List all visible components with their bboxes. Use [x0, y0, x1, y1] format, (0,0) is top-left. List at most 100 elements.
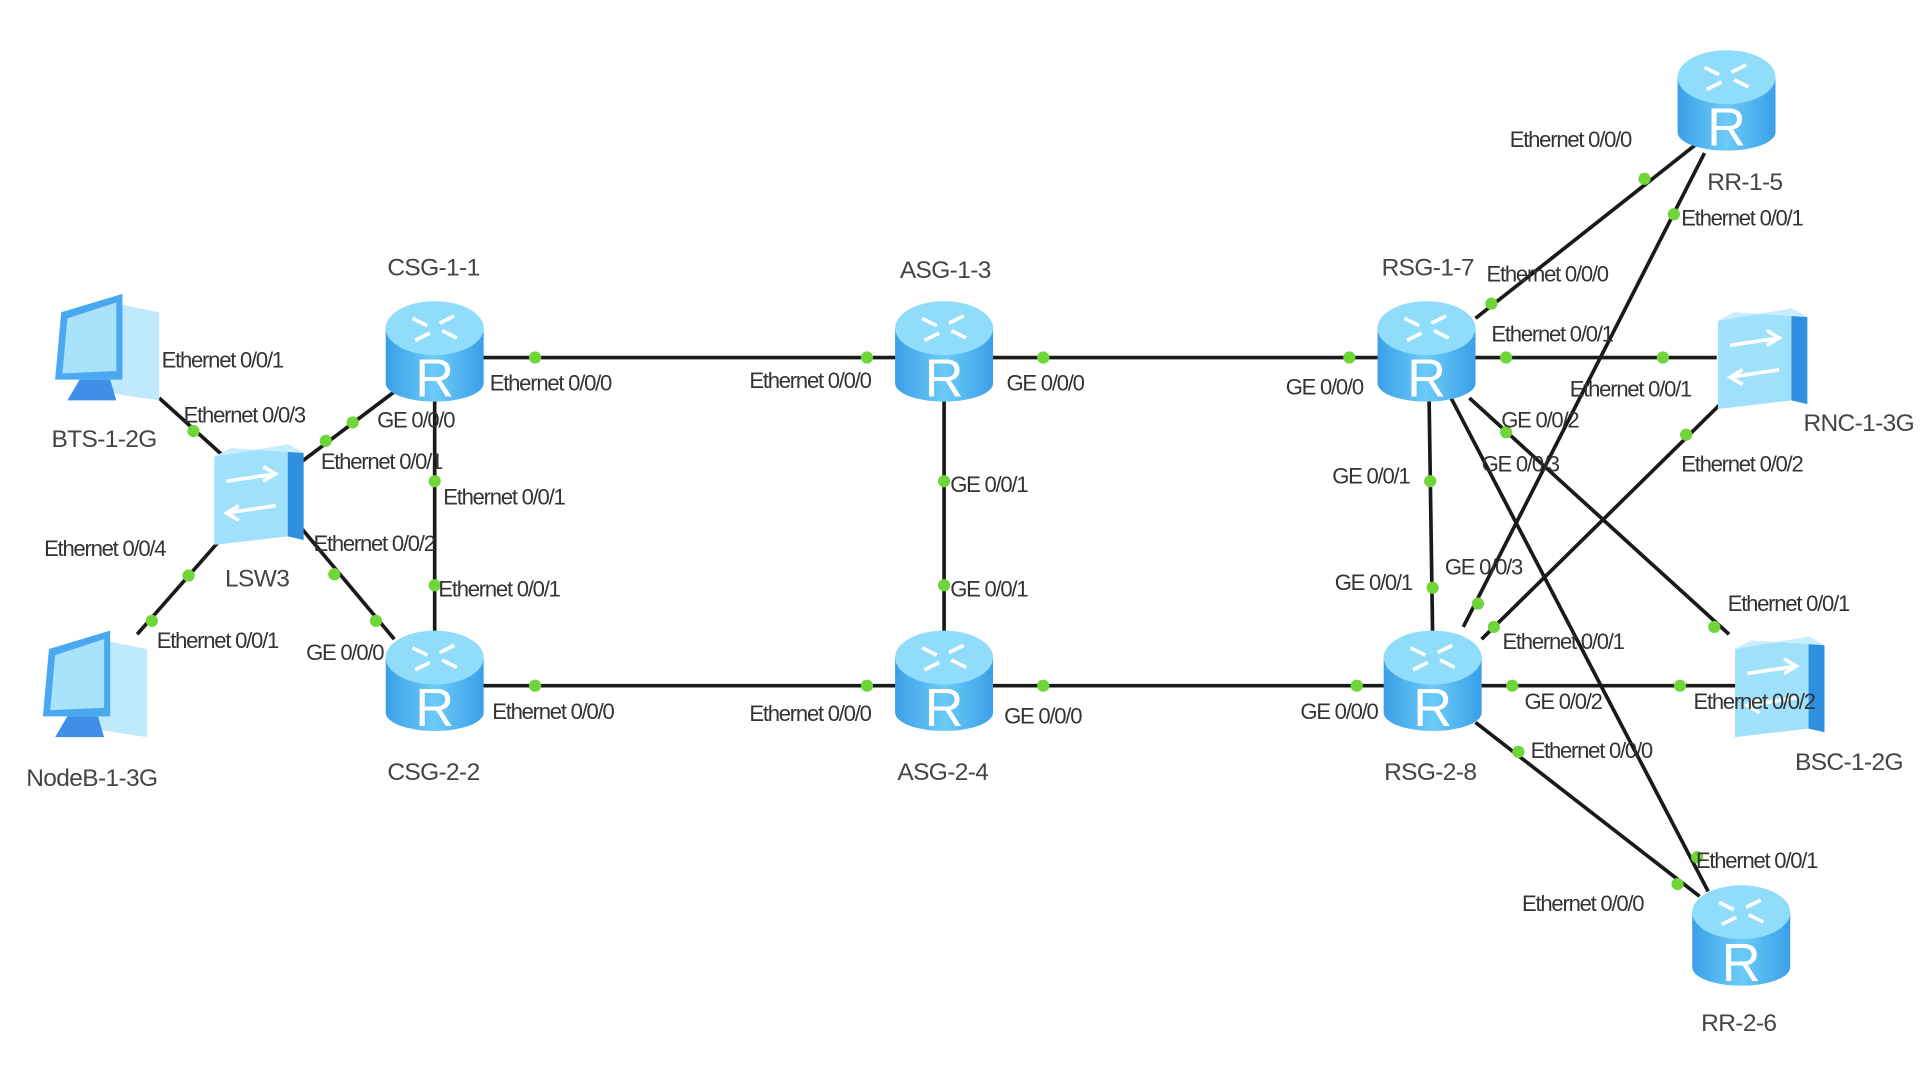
port-label: Ethernet 0/0/4: [44, 536, 166, 561]
port-labels: Ethernet 0/0/1 Ethernet 0/0/3 Ethernet 0…: [44, 127, 1851, 916]
router-icon-rr15[interactable]: [1675, 48, 1778, 160]
port-label: GE 0/0/0: [1007, 371, 1085, 396]
switch-icon-bsc[interactable]: [1733, 634, 1827, 739]
port-label: GE 0/0/1: [1332, 464, 1410, 489]
port-label: GE 0/0/2: [1501, 407, 1579, 432]
switch-icon-lsw3[interactable]: [212, 442, 306, 547]
port-dot: [1471, 597, 1485, 610]
port-label: GE 0/0/0: [1300, 699, 1378, 724]
port-dot: [319, 434, 332, 447]
port-dot: [1426, 581, 1439, 594]
node-label-asg24: ASG-2-4: [897, 759, 988, 786]
port-label: Ethernet 0/0/0: [1531, 738, 1653, 763]
port-label: GE 0/0/0: [1286, 374, 1364, 399]
port-dot: [1638, 172, 1651, 185]
port-dot: [1512, 745, 1525, 758]
link-lsw3-csg11: [298, 390, 396, 465]
router-icon-csg22[interactable]: [383, 628, 486, 740]
node-label-lsw3: LSW3: [225, 566, 289, 593]
port-dot: [187, 424, 200, 438]
port-dot: [1708, 620, 1721, 634]
router-icon-rsg17[interactable]: [1375, 299, 1478, 411]
port-label: Ethernet 0/0/0: [1510, 127, 1632, 152]
node-label-bsc: BSC-1-2G: [1795, 749, 1903, 776]
port-label: GE 0/0/1: [1335, 570, 1413, 595]
port-label: Ethernet 0/0/1: [1681, 205, 1803, 230]
port-dot: [182, 569, 195, 582]
port-label: Ethernet 0/0/1: [321, 449, 443, 474]
router-icon-asg24[interactable]: [893, 628, 995, 740]
node-label-nodeb: NodeB-1-3G: [26, 765, 157, 792]
port-label: Ethernet 0/0/1: [157, 628, 279, 653]
port-label: Ethernet 0/0/0: [492, 699, 614, 724]
port-label: Ethernet 0/0/1: [443, 484, 565, 509]
node-label-csg22: CSG-2-2: [387, 759, 479, 786]
pc-icon-bts[interactable]: [55, 293, 160, 401]
port-label: GE 0/0/0: [1004, 704, 1082, 729]
port-label: Ethernet 0/0/1: [162, 347, 284, 372]
port-dot: [346, 416, 359, 429]
port-dots: [145, 172, 1721, 891]
switch-icon-rnc[interactable]: [1716, 306, 1810, 411]
port-dot: [1037, 351, 1050, 364]
port-dot: [369, 614, 383, 627]
node-label-bts: BTS-1-2G: [51, 426, 156, 453]
port-label: Ethernet 0/0/2: [313, 531, 435, 556]
port-label: Ethernet 0/0/1: [1696, 848, 1818, 873]
port-dot: [1424, 475, 1437, 488]
port-dot: [428, 579, 441, 592]
port-dot: [1485, 297, 1498, 310]
devices: [42, 48, 1827, 995]
port-dot: [428, 475, 441, 488]
port-dot: [1667, 208, 1680, 221]
port-label: Ethernet 0/0/1: [1502, 629, 1624, 654]
node-label-rsg17: RSG-1-7: [1382, 255, 1474, 282]
port-dot: [1680, 428, 1693, 441]
port-dot: [328, 568, 341, 581]
port-dot: [1671, 877, 1684, 891]
port-dot: [145, 614, 158, 627]
link-rsg17-bsc: [1468, 396, 1731, 636]
pc-icon-nodeb[interactable]: [42, 630, 147, 738]
node-label-csg11: CSG-1-1: [387, 255, 479, 282]
port-dot: [1500, 351, 1513, 364]
port-label: GE 0/0/3: [1445, 554, 1523, 579]
port-label: GE 0/0/0: [377, 407, 455, 432]
router-icon-asg13[interactable]: [893, 299, 995, 411]
link-rsg28-rr15: [1461, 152, 1707, 628]
node-label-rr26: RR-2-6: [1701, 1010, 1776, 1037]
port-label: GE 0/0/1: [950, 576, 1028, 601]
links: [135, 143, 1737, 898]
port-label: GE 0/0/3: [1482, 451, 1560, 476]
port-label: Ethernet 0/0/1: [1728, 591, 1850, 616]
node-label-rr15: RR-1-5: [1707, 169, 1782, 196]
port-dot: [860, 679, 874, 692]
link-rsg17-rr26: [1449, 397, 1710, 893]
router-icon-csg11[interactable]: [383, 299, 486, 411]
router-icon-rsg28[interactable]: [1381, 628, 1484, 740]
port-label: GE 0/0/1: [950, 472, 1028, 497]
port-dot: [1037, 679, 1050, 692]
port-dot: [528, 679, 542, 692]
port-label: GE 0/0/0: [306, 640, 384, 665]
port-dot: [1506, 679, 1519, 692]
port-label: Ethernet 0/0/1: [438, 576, 560, 601]
port-dot: [1350, 679, 1363, 692]
port-label: Ethernet 0/0/0: [749, 701, 871, 726]
router-icon-rr26[interactable]: [1690, 883, 1793, 995]
port-label: Ethernet 0/0/2: [1693, 689, 1815, 714]
port-dot: [860, 351, 874, 364]
port-label: Ethernet 0/0/0: [1522, 891, 1644, 916]
port-label: Ethernet 0/0/3: [184, 402, 306, 427]
port-dot: [1487, 620, 1500, 634]
port-dot: [937, 475, 951, 488]
port-dot: [1656, 351, 1669, 364]
port-dot: [1691, 851, 1704, 864]
port-label: Ethernet 0/0/0: [749, 368, 871, 393]
node-label-rnc: RNC-1-3G: [1803, 410, 1914, 437]
port-label: Ethernet 0/0/0: [1487, 262, 1609, 287]
port-label: Ethernet 0/0/1: [1491, 322, 1613, 347]
device-labels: BTS-1-2G NodeB-1-3G LSW3 CSG-1-1 CSG-2-2…: [26, 169, 1915, 1037]
port-label: Ethernet 0/0/0: [490, 371, 612, 396]
